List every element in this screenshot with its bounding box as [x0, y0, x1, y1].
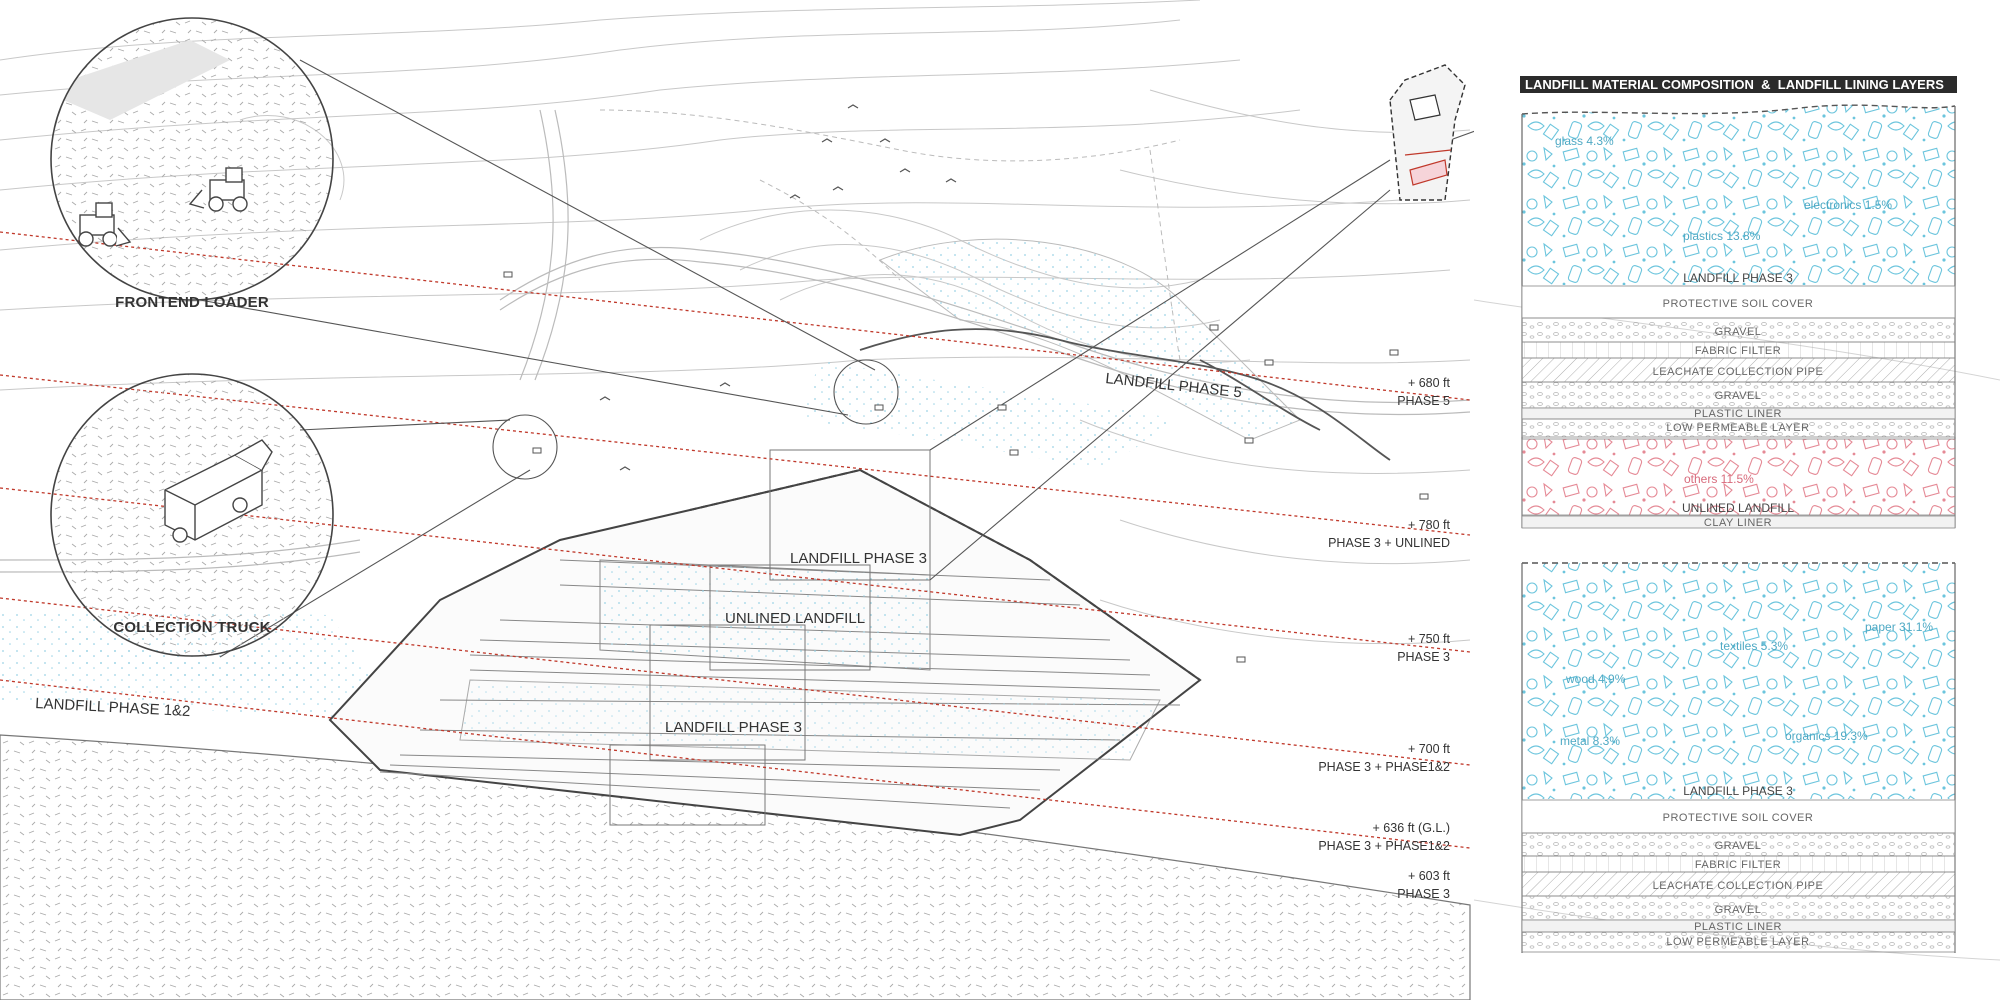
landfill-pit [328, 449, 1202, 837]
waste-label-top: LANDFILL PHASE 3 [1683, 271, 1793, 285]
layer-plastic-liner-label: PLASTIC LINER [1694, 408, 1782, 420]
layer-soil-cover-label: PROTECTIVE SOIL COVER [1663, 812, 1814, 824]
elevation-value: + 603 ft [1408, 869, 1451, 883]
phase5-boundary [859, 328, 1391, 461]
callout-leaders [199, 59, 1523, 658]
layer-fabric-filter-label: FABRIC FILTER [1695, 345, 1781, 357]
layer-gravel-2 [1521, 381, 1956, 409]
loader-icon-2 [78, 202, 132, 247]
elevation-value: + 700 ft [1408, 742, 1451, 756]
truck-icon [164, 439, 273, 543]
layer-gravel-1-label: GRAVEL [1715, 326, 1762, 338]
material-others: others 11.5% [1684, 472, 1754, 486]
layer-low-permeable-label: LOW PERMEABLE LAYER [1666, 422, 1809, 434]
loader-icon [188, 167, 248, 212]
layer-fabric-filter-label: FABRIC FILTER [1695, 859, 1781, 871]
elevation-labels: + 680 ft PHASE 5 + 780 ft PHASE 3 + UNLI… [1318, 376, 1450, 901]
elevation-label: PHASE 3 [1397, 650, 1450, 664]
layer-low-permeable-label: LOW PERMEABLE LAYER [1666, 936, 1809, 948]
layer-clay-liner-label: CLAY LINER [1704, 517, 1772, 529]
layer-gravel-2-label: GRAVEL [1715, 390, 1762, 402]
elevation-label: PHASE 5 [1397, 394, 1450, 408]
site-roads-dashed [599, 109, 1181, 361]
layer-clay-liner [1521, 515, 1956, 529]
layer-plastic-liner-label: PLASTIC LINER [1694, 921, 1782, 933]
label-unlined-landfill: UNLINED LANDFILL [725, 610, 865, 627]
loader-circle-outline [50, 17, 334, 301]
truck-circle-outline [50, 373, 334, 657]
elevation-label: PHASE 3 + PHASE1&2 [1318, 760, 1450, 774]
panel-title-text: LANDFILL MATERIAL COMPOSITION & LANDFILL… [1525, 77, 1944, 92]
label-landfill-phase3-upper: LANDFILL PHASE 3 [790, 550, 927, 567]
elevation-label: PHASE 3 + UNLINED [1328, 536, 1450, 550]
label-landfill-phase3-lower: LANDFILL PHASE 3 [665, 719, 802, 736]
layer-low-permeable [1521, 931, 1956, 953]
elevation-label: PHASE 3 [1397, 887, 1450, 901]
frontend-loader-label: FRONTEND LOADER [115, 294, 269, 311]
material-paper: paper 31.1% [1865, 620, 1933, 634]
layer-soil-cover [1521, 285, 1956, 319]
material-organics: organics 19.3% [1785, 729, 1868, 743]
layer-leachate-pipe-label: LEACHATE COLLECTION PIPE [1653, 880, 1824, 892]
section-bottom: paper 31.1% textiles 5.3% wood 4.9% meta… [1521, 562, 1956, 953]
layer-low-permeable [1521, 418, 1956, 438]
layer-soil-cover-label: PROTECTIVE SOIL COVER [1663, 298, 1814, 310]
elevation-value: + 780 ft [1408, 518, 1451, 532]
unlined-waste [1521, 438, 1956, 516]
panel-title: LANDFILL MATERIAL COMPOSITION & LANDFILL… [1520, 76, 1957, 93]
material-wood: wood 4.9% [1565, 672, 1626, 686]
key-map-inset [1389, 64, 1466, 201]
collection-truck-label: COLLECTION TRUCK [113, 619, 270, 636]
elevation-value: + 750 ft [1408, 632, 1451, 646]
elevation-value: + 680 ft [1408, 376, 1451, 390]
collection-truck-callout: COLLECTION TRUCK [50, 373, 334, 657]
layer-gravel-1-label: GRAVEL [1715, 840, 1762, 852]
elevation-value: + 636 ft (G.L.) [1373, 821, 1450, 835]
layer-gravel-2-label: GRAVEL [1715, 904, 1762, 916]
layer-leachate-pipe-label: LEACHATE COLLECTION PIPE [1653, 366, 1824, 378]
layer-leachate-pipe [1521, 357, 1956, 383]
pit-zoom-circle-b [492, 414, 558, 480]
pit-zoom-circle-a [833, 359, 899, 425]
material-metal: metal 8.3% [1560, 734, 1620, 748]
layer-gravel-2 [1521, 895, 1956, 921]
site-vehicles [503, 271, 1429, 663]
unlined-label: UNLINED LANDFILL [1682, 501, 1794, 515]
material-glass: glass 4.3% [1555, 134, 1614, 148]
waste-label-bottom: LANDFILL PHASE 3 [1683, 784, 1793, 798]
material-plastics: plastics 13.8% [1683, 229, 1761, 243]
layer-leachate-pipe [1521, 871, 1956, 897]
stippled-areas [0, 238, 1471, 1001]
material-textiles: textiles 5.3% [1720, 639, 1788, 653]
frontend-loader-callout: FRONTEND LOADER [50, 17, 334, 311]
elevation-label: PHASE 3 + PHASE1&2 [1318, 839, 1450, 853]
section-top: glass 4.3% electronics 1.5% plastics 13.… [1521, 104, 1956, 529]
material-electronics: electronics 1.5% [1804, 198, 1892, 212]
birds [599, 104, 957, 471]
layer-soil-cover [1521, 799, 1956, 834]
layer-gravel-1 [1521, 317, 1956, 343]
